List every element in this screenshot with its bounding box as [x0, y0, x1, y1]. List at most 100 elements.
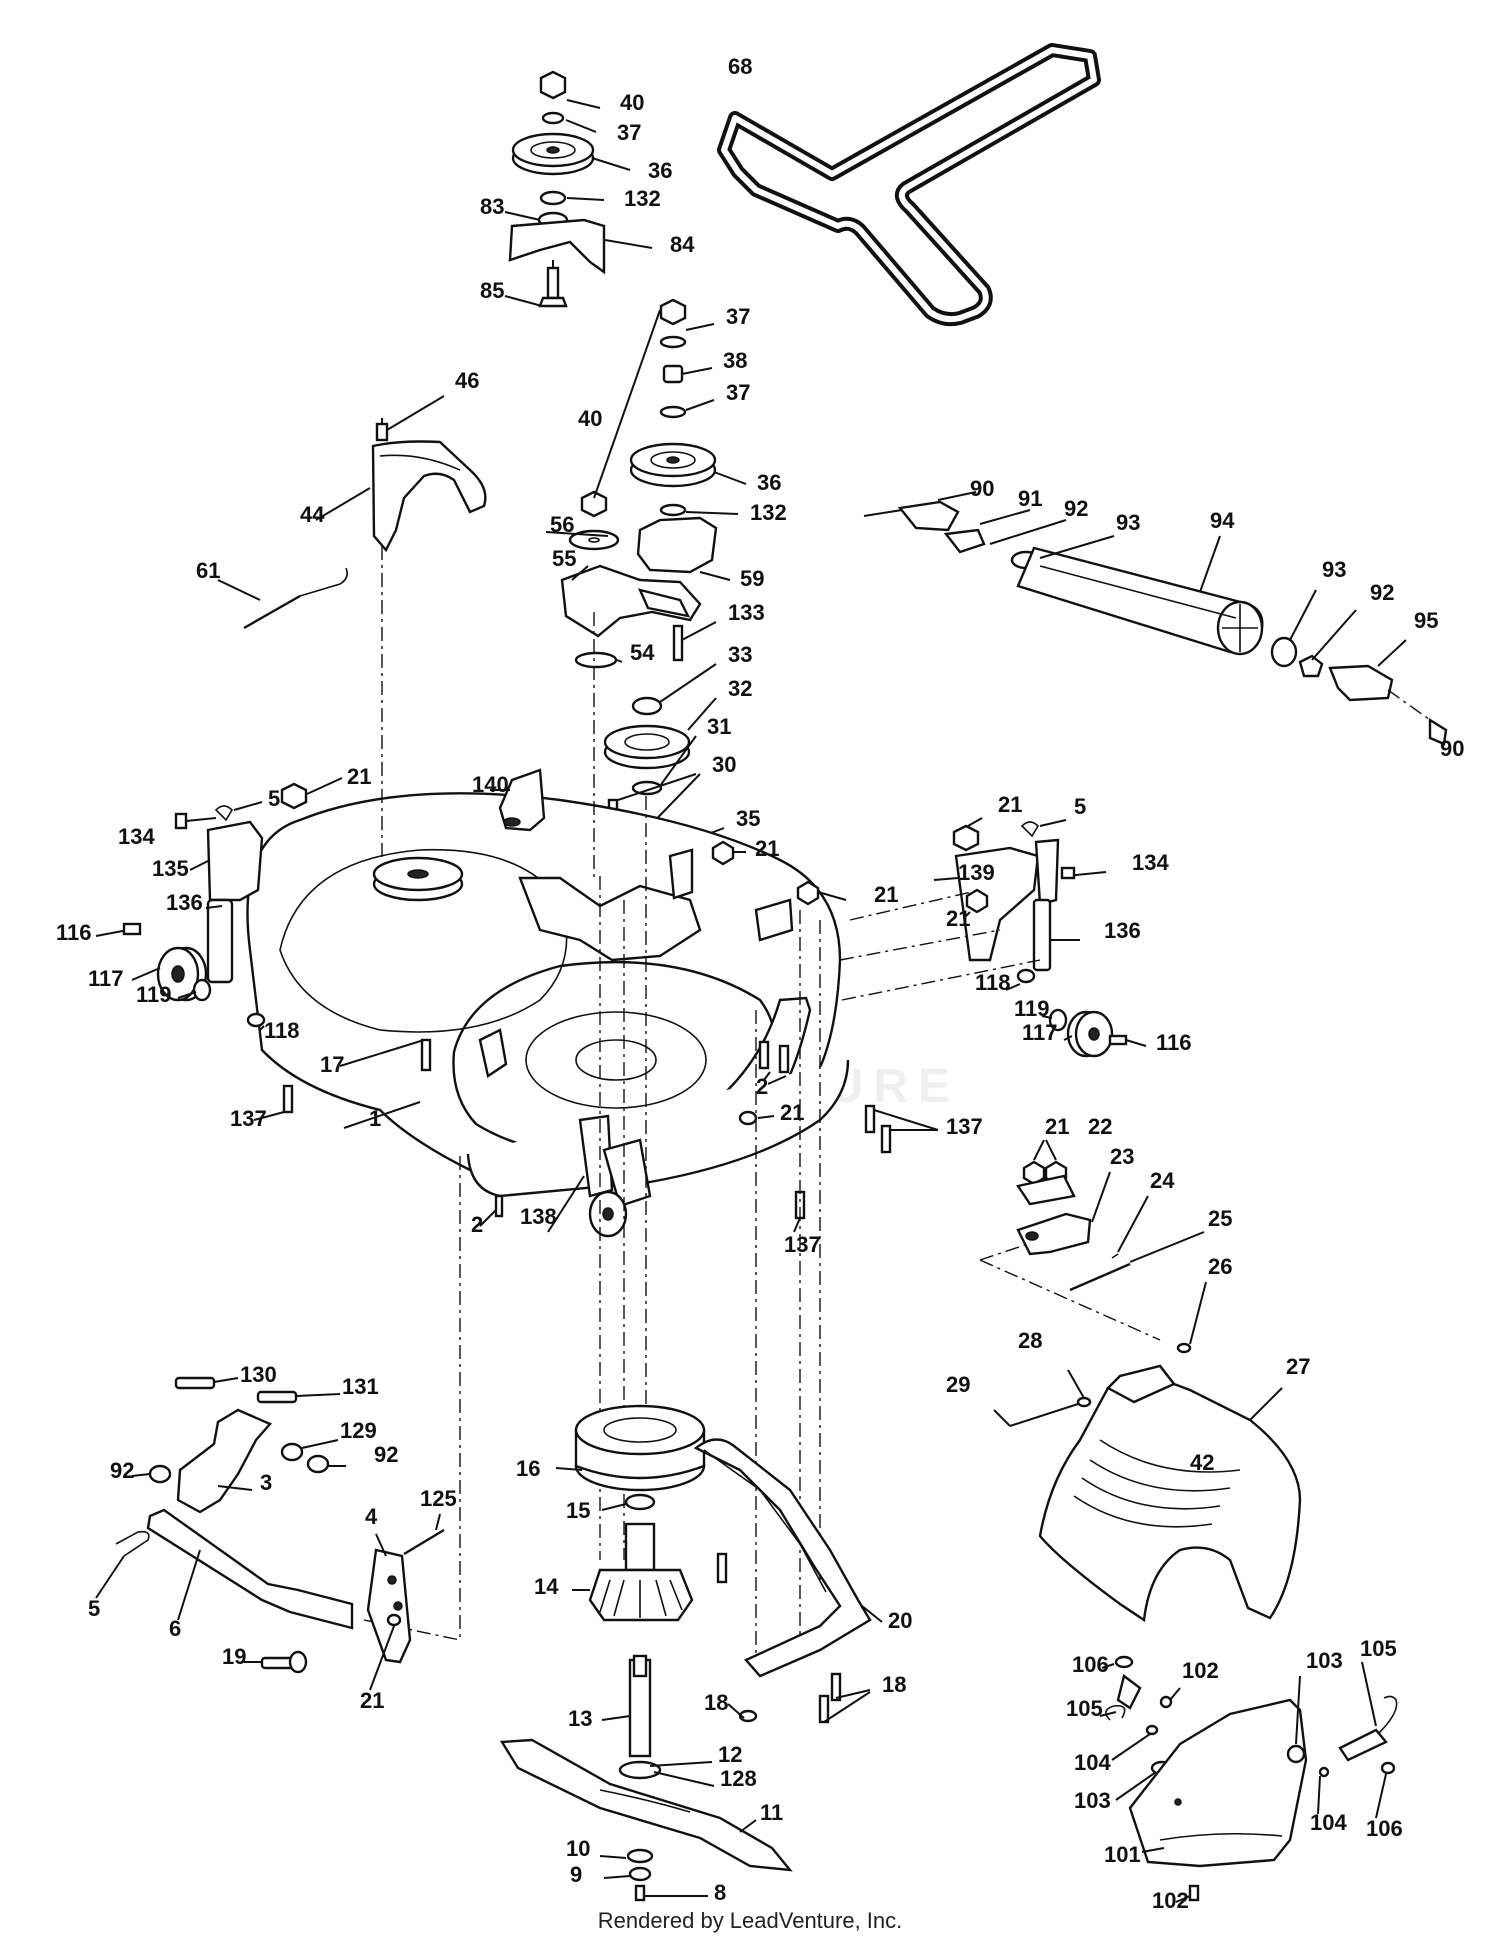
callout-139: 139 — [958, 860, 995, 885]
callout-21: 21 — [755, 836, 779, 861]
callout-93: 93 — [1322, 557, 1346, 582]
belt-68 — [717, 43, 1101, 327]
callout-24: 24 — [1150, 1168, 1175, 1193]
callout-12: 12 — [718, 1742, 742, 1767]
callout-5: 5 — [88, 1596, 100, 1621]
left-gauge-wheel-assembly — [95, 777, 432, 1121]
callout-68: 68 — [728, 54, 752, 79]
callout-18: 18 — [882, 1672, 906, 1697]
callout-137: 137 — [946, 1114, 983, 1139]
callout-116: 116 — [1156, 1030, 1192, 1055]
callout-44: 44 — [300, 502, 325, 527]
deck-fasteners — [479, 840, 939, 1233]
center-idler-assembly — [545, 298, 747, 898]
callout-55: 55 — [552, 546, 576, 571]
callout-4: 4 — [365, 1504, 378, 1529]
callout-134: 134 — [1132, 850, 1169, 875]
callout-105: 105 — [1360, 1636, 1397, 1661]
callout-131: 131 — [342, 1374, 379, 1399]
callout-8: 8 — [714, 1880, 726, 1905]
callout-5: 5 — [1074, 794, 1086, 819]
callout-90: 90 — [1440, 736, 1464, 761]
callout-103: 103 — [1306, 1648, 1343, 1673]
belt-cover-44 — [315, 395, 487, 553]
top-idler-assembly — [504, 70, 653, 308]
callout-46: 46 — [455, 368, 479, 393]
callout-37: 37 — [617, 120, 641, 145]
mower-deck-1 — [246, 768, 850, 1238]
mulch-door-assembly — [1099, 1655, 1398, 1903]
callout-116: 116 — [56, 920, 92, 945]
callout-137: 137 — [784, 1232, 821, 1257]
callout-2: 2 — [756, 1074, 768, 1099]
callout-118: 118 — [264, 1018, 300, 1043]
callout-13: 13 — [568, 1706, 592, 1731]
callout-106: 106 — [1072, 1652, 1109, 1677]
callout-25: 25 — [1208, 1206, 1232, 1231]
callout-10: 10 — [566, 1836, 590, 1861]
callout-11: 11 — [760, 1800, 783, 1825]
callout-15: 15 — [566, 1498, 590, 1523]
callout-136: 136 — [166, 890, 203, 915]
callout-40: 40 — [578, 406, 602, 431]
callout-38: 38 — [723, 348, 747, 373]
callout-33: 33 — [728, 642, 752, 667]
callout-135: 135 — [152, 856, 189, 881]
callout-6: 6 — [169, 1616, 181, 1641]
callout-40: 40 — [620, 90, 644, 115]
callout-92: 92 — [1064, 496, 1088, 521]
right-gauge-wheel-assembly — [933, 817, 1147, 1058]
callout-119: 119 — [136, 982, 172, 1007]
callout-5: 5 — [268, 786, 280, 811]
callout-35: 35 — [736, 806, 760, 831]
callout-133: 133 — [728, 600, 765, 625]
callout-19: 19 — [222, 1644, 246, 1669]
callout-21: 21 — [874, 882, 898, 907]
discharge-chute-27: 42 — [993, 1364, 1302, 1623]
lift-linkage-assembly — [95, 1376, 445, 1691]
callout-93: 93 — [1116, 510, 1140, 535]
callout-84: 84 — [670, 232, 695, 257]
callout-101: 101 — [1104, 1842, 1141, 1867]
callout-9: 9 — [570, 1862, 582, 1887]
callout-21: 21 — [360, 1688, 384, 1713]
callout-134: 134 — [118, 824, 155, 849]
chute-bracket-assembly — [1016, 1139, 1207, 1354]
callout-26: 26 — [1208, 1254, 1232, 1279]
callout-104: 104 — [1074, 1750, 1111, 1775]
callout-36: 36 — [757, 470, 781, 495]
callout-20: 20 — [888, 1608, 912, 1633]
callout-91: 91 — [1018, 486, 1042, 511]
callout-136: 136 — [1104, 918, 1141, 943]
callout-137: 137 — [230, 1106, 267, 1131]
callout-54: 54 — [630, 640, 655, 665]
callout-59: 59 — [740, 566, 764, 591]
callout-21: 21 — [780, 1100, 804, 1125]
spindle-assembly — [499, 1404, 883, 1902]
callout-104: 104 — [1310, 1810, 1347, 1835]
callout-14: 14 — [534, 1574, 559, 1599]
footer-credit: Rendered by LeadVenture, Inc. — [597, 1908, 903, 1933]
callout-129: 129 — [340, 1418, 377, 1443]
callout-128: 128 — [720, 1766, 757, 1791]
callout-30: 30 — [712, 752, 736, 777]
callout-36: 36 — [648, 158, 672, 183]
callout-102: 102 — [1152, 1888, 1189, 1913]
callout-117: 117 — [1022, 1020, 1058, 1045]
callout-29: 29 — [946, 1372, 970, 1397]
callout-3: 3 — [260, 1470, 272, 1495]
callout-106: 106 — [1366, 1816, 1403, 1841]
spring-61 — [217, 567, 348, 630]
callout-37: 37 — [726, 304, 750, 329]
callout-56: 56 — [550, 512, 574, 537]
callout-140: 140 — [472, 772, 509, 797]
callout-138: 138 — [520, 1204, 557, 1229]
callout-90: 90 — [970, 476, 994, 501]
callout-94: 94 — [1210, 508, 1235, 533]
callout-61: 61 — [196, 558, 220, 583]
callout-22: 22 — [1088, 1114, 1112, 1139]
callout-117: 117 — [88, 966, 124, 991]
chute-size-mark: 42 — [1190, 1450, 1214, 1475]
